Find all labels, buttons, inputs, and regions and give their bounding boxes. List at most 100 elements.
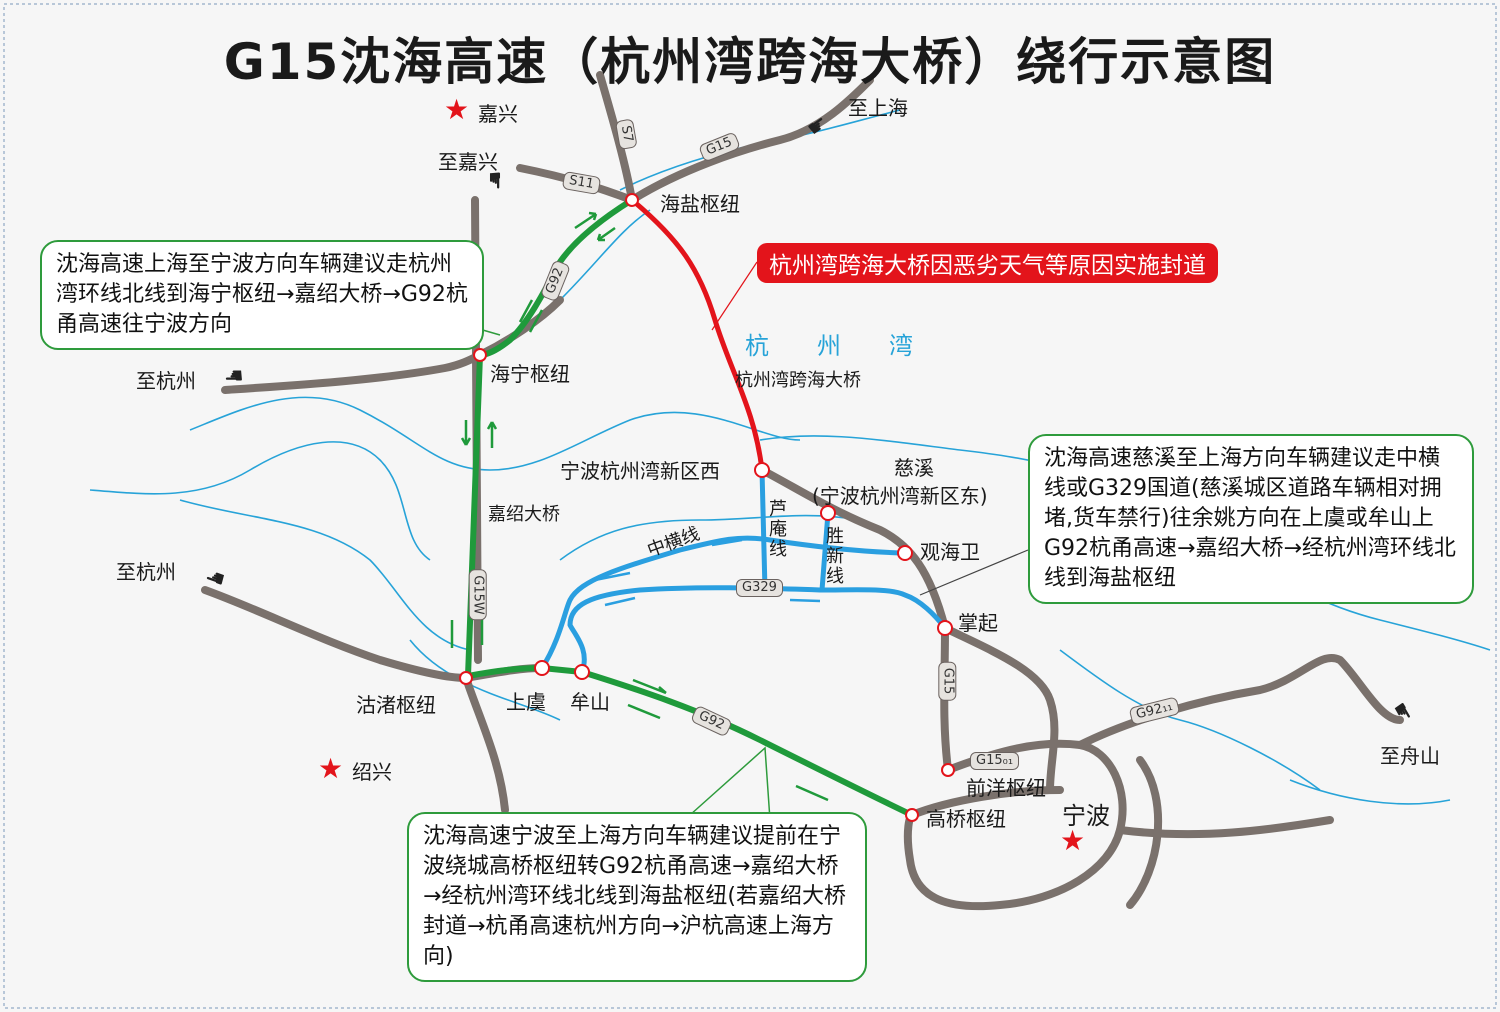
- hub-markers: [459, 193, 955, 822]
- river-west: [89, 441, 431, 561]
- arrow-6: [486, 421, 498, 448]
- star-ningbo-icon: ★: [1060, 824, 1086, 857]
- label-guzhu-hub: 沽渚枢纽: [356, 693, 436, 717]
- label-ningbo: 宁波: [1062, 802, 1110, 830]
- road-ring-east: [1116, 816, 1334, 839]
- road-ningbo-ring: [903, 739, 1127, 911]
- arrow-4: [528, 309, 544, 333]
- label-zhangqi: 掌起: [958, 611, 998, 635]
- label-bay-east: (宁波杭州湾新区东): [812, 484, 988, 508]
- blue-detour: [539, 467, 948, 675]
- blue-arrows: [594, 538, 821, 607]
- arrow-9: [632, 678, 667, 695]
- arrow-5: [460, 420, 472, 446]
- river-west-2: [179, 499, 471, 651]
- barrow-3: [711, 538, 743, 547]
- road-zhangqi-east: [941, 624, 1059, 794]
- river-south: [409, 639, 561, 721]
- road-g9211: [1076, 654, 1404, 749]
- label-lu-an-line: 芦庵线: [769, 499, 787, 560]
- label-shangyu: 上虞: [506, 690, 546, 714]
- map-frame: [3, 3, 1497, 1009]
- water-lines: [89, 109, 1491, 805]
- hub-shangyu: [534, 660, 550, 676]
- east-water-2: [1289, 779, 1451, 805]
- note2-callout: [919, 549, 1029, 596]
- arrow-12: [795, 784, 829, 802]
- hub-bay-west: [754, 462, 770, 478]
- star-shaoxing-icon: ★: [318, 752, 344, 785]
- road-ring-inner-2: [1126, 756, 1163, 909]
- label-to-hangzhou-2: 至杭州: [116, 560, 176, 584]
- label-bay-bridge: 杭州湾跨海大桥: [735, 370, 861, 391]
- blue-shengxinxian: [819, 510, 831, 593]
- hub-zhangqi: [937, 620, 953, 636]
- label-haining-hub: 海宁枢纽: [490, 362, 570, 386]
- road-g15-north: [628, 76, 874, 204]
- label-qianyang-hub: 前洋枢纽: [966, 776, 1046, 800]
- hub-qianyang: [941, 763, 955, 777]
- green-arrows: [450, 211, 837, 802]
- label-to-hangzhou-1: 至杭州: [136, 369, 196, 393]
- green-jiashao: [465, 352, 483, 679]
- label-to-shanghai: 至上海: [848, 96, 908, 120]
- note-shanghai-to-ningbo: 沈海高速上海至宁波方向车辆建议走杭州湾环线北线到海宁枢纽→嘉绍大桥→G92杭甬高…: [40, 240, 484, 350]
- pointing-hand-icon: ☛: [481, 170, 507, 191]
- label-jiashao-bridge: 嘉绍大桥: [488, 504, 560, 525]
- shield-g1501: G15₀₁: [970, 752, 1020, 770]
- road-guzhu-south: [462, 674, 509, 814]
- hub-haining: [473, 348, 487, 362]
- arrow-10: [627, 703, 661, 720]
- road-g15-south-1: [758, 466, 949, 632]
- label-bay-west: 宁波杭州湾新区西: [560, 459, 720, 483]
- note-cixi-to-shanghai: 沈海高速慈溪至上海方向车辆建议走中横线或G329国道(慈溪城区道路车辆相对拥堵,…: [1028, 434, 1474, 604]
- road-shangyu-west: [201, 586, 470, 682]
- label-moushan: 牟山: [570, 690, 610, 714]
- arrow-1: [574, 211, 598, 230]
- north-coast: [619, 109, 901, 191]
- hub-gaoqiao: [905, 808, 919, 822]
- arrow-3: [518, 299, 534, 323]
- map-title: G15沈海高速（杭州湾跨海大桥）绕行示意图: [223, 33, 1277, 91]
- label-haiyan-hub: 海盐枢纽: [660, 192, 740, 216]
- blue-luanxian: [759, 467, 768, 593]
- label-jiaxing: 嘉兴: [478, 102, 518, 126]
- shield-g329: G329: [736, 579, 783, 597]
- road-ring-inner: [908, 786, 1064, 819]
- label-sheng-xin-line: 胜新线: [826, 526, 844, 587]
- blue-g329: [567, 585, 948, 675]
- river-north-shore: [189, 396, 801, 471]
- note-ningbo-to-shanghai: 沈海高速宁波至上海方向车辆建议提前在宁波绕城高桥枢纽转G92杭甬高速→嘉绍大桥→…: [407, 812, 867, 982]
- barrow-4: [789, 598, 821, 603]
- label-bay: 杭 州 湾: [745, 332, 913, 360]
- blue-zhonghengxian: [539, 535, 908, 671]
- barrow-2: [604, 596, 636, 607]
- road-haining-west: [221, 351, 484, 394]
- arrow-2: [596, 226, 616, 242]
- hub-haiyan: [625, 193, 639, 207]
- shield-g15-south: G15: [938, 661, 957, 701]
- label-to-jiaxing: 至嘉兴: [438, 150, 498, 174]
- hub-bay-east: [820, 505, 836, 521]
- note3-callout: [689, 746, 771, 821]
- label-shaoxing: 绍兴: [352, 760, 392, 784]
- hub-moushan: [574, 664, 590, 680]
- inland-water: [559, 514, 861, 561]
- closed-bay-bridge: [629, 197, 765, 473]
- shield-g15w: G15W: [468, 569, 487, 621]
- closure-callout-line: [711, 261, 758, 331]
- north-coast-2: [559, 209, 651, 301]
- barrow-1: [594, 571, 631, 582]
- hub-guzhu: [459, 671, 473, 685]
- label-guanhaiwei: 观海卫: [920, 540, 980, 564]
- closure-notice: 杭州湾跨海大桥因恶劣天气等原因实施封道: [757, 243, 1218, 283]
- hub-guanhaiwei: [897, 545, 913, 561]
- east-water: [1059, 649, 1321, 791]
- label-cixi: 慈溪: [894, 456, 934, 480]
- arrow-11: [801, 760, 837, 779]
- label-to-zhoushan: 至舟山: [1380, 744, 1440, 768]
- pointing-hand-icon: ☛: [224, 362, 244, 387]
- star-jiaxing-icon: ★: [444, 93, 470, 126]
- label-gaoqiao-hub: 高桥枢纽: [926, 807, 1006, 831]
